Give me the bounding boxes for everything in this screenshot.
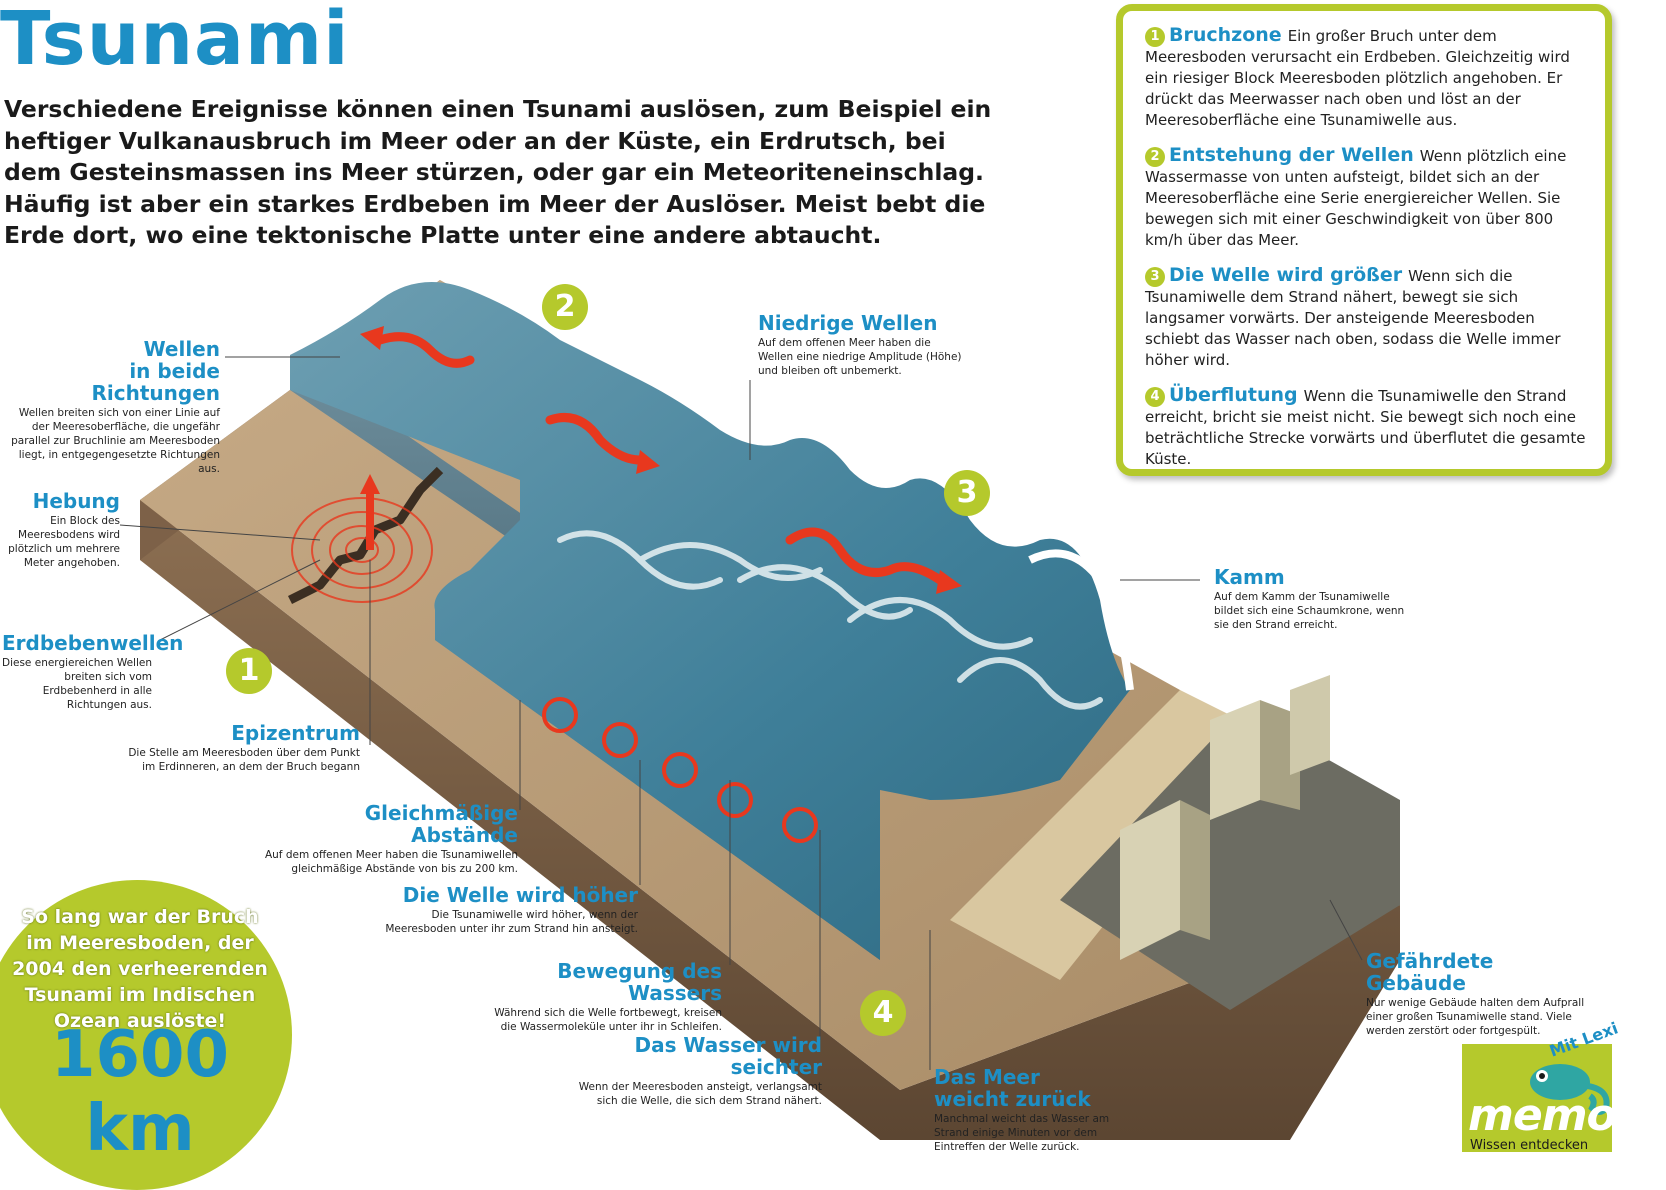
epicenter-rings xyxy=(291,497,433,603)
info-text: Wenn plötzlich eine Wassermasse von unte… xyxy=(1145,147,1567,249)
info-heading: Bruchzone xyxy=(1169,24,1282,46)
label-text: Auf dem Kamm der Tsunamiwelle bildet sic… xyxy=(1214,591,1405,631)
label-text: Diese energiereichen Wellen breiten sich… xyxy=(2,657,152,711)
label-text: Ein Block des Meeresbodens wird plötzlic… xyxy=(8,515,120,569)
memo-wordmark: memo xyxy=(1468,1090,1617,1141)
label-text: Wellen breiten sich von einer Linie auf … xyxy=(11,407,220,475)
label-heading: Erdbebenwellen xyxy=(2,631,184,655)
label-text: Auf dem offenen Meer haben die Tsunamiwe… xyxy=(264,849,518,875)
label-hebung: Hebung Ein Block des Meeresbodens wird p… xyxy=(4,490,120,570)
label-heading: Epizentrum xyxy=(231,721,360,745)
step-badge-3: 3 xyxy=(944,470,990,516)
memo-tagline: Wissen entdecken xyxy=(1470,1138,1589,1153)
label-text: Während sich die Welle fortbewegt, kreis… xyxy=(494,1007,722,1033)
info-heading: Entstehung der Wellen xyxy=(1169,144,1414,166)
label-heading: in beide Richtungen xyxy=(91,359,220,405)
label-heading: Gleichmäßige Abstände xyxy=(364,801,518,847)
label-gleichmaessige-abstaende: Gleichmäßige Abstände Auf dem offenen Me… xyxy=(260,802,518,876)
label-text: Wenn der Meeresboden ansteigt, verlangsa… xyxy=(578,1081,822,1107)
label-bewegung-wasser: Bewegung des Wassers Während sich die We… xyxy=(480,960,722,1034)
label-kamm: Kamm Auf dem Kamm der Tsunamiwelle bilde… xyxy=(1214,566,1414,632)
label-gefaehrdete-gebaeude: Gefährdete Gebäude Nur wenige Gebäude ha… xyxy=(1366,950,1588,1038)
info-heading: Überflutung xyxy=(1169,384,1298,406)
label-niedrige-wellen: Niedrige Wellen Auf dem offenen Meer hab… xyxy=(758,312,968,378)
label-text: Die Stelle am Meeresboden über dem Punkt… xyxy=(128,747,360,773)
label-heading: Das Wasser wird seichter xyxy=(634,1033,822,1079)
label-epizentrum: Epizentrum Die Stelle am Meeresboden übe… xyxy=(120,722,360,774)
label-text: Auf dem offenen Meer haben die Wellen ei… xyxy=(758,337,962,377)
wave-direction-arrows xyxy=(375,332,945,585)
label-wasser-seichter: Das Wasser wird seichter Wenn der Meeres… xyxy=(560,1034,822,1108)
buildings xyxy=(1120,675,1330,960)
label-heading: Wellen xyxy=(143,337,220,361)
label-heading: Das Meer xyxy=(934,1065,1040,1089)
step-badge-1: 1 xyxy=(226,648,272,694)
wave-crests xyxy=(557,530,1103,710)
fact-circle-value: 1600 km xyxy=(50,1018,230,1166)
leader-lines xyxy=(119,356,1363,1070)
memo-logo xyxy=(1462,1044,1612,1152)
step-badge-2: 2 xyxy=(542,284,588,330)
label-heading: Gefährdete Gebäude xyxy=(1366,949,1494,995)
info-number-badge: 4 xyxy=(1145,387,1165,407)
circulation-loops xyxy=(542,697,818,843)
info-text: Ein großer Bruch unter dem Meeresboden v… xyxy=(1145,27,1570,129)
ocean-surface xyxy=(290,282,1130,960)
info-text: Wenn die Tsunamiwelle den Strand erreich… xyxy=(1145,387,1586,468)
info-number-badge: 3 xyxy=(1145,267,1165,287)
info-number-badge: 2 xyxy=(1145,147,1165,167)
label-text: Manchmal weicht das Wasser am Strand ein… xyxy=(934,1113,1110,1153)
chameleon-mascot-icon xyxy=(1530,1064,1610,1115)
ground-front-face xyxy=(140,500,1400,1140)
label-meer-weicht-zurueck: Das Meer weicht zurück Manchmal weicht d… xyxy=(934,1066,1134,1154)
uplift-arrow-icon xyxy=(360,474,380,550)
label-heading: Kamm xyxy=(1214,565,1285,589)
arrow-head-left-icon xyxy=(360,326,384,350)
page-title: Tsunami xyxy=(0,0,350,82)
label-heading: weicht zurück xyxy=(934,1087,1091,1111)
label-heading: Bewegung des Wassers xyxy=(557,959,722,1005)
label-wellen-beide: Wellen in beide Richtungen Wellen breite… xyxy=(4,338,220,476)
label-welle-hoeher: Die Welle wird höher Die Tsunamiwelle wi… xyxy=(380,884,638,936)
fact-circle-text: So lang war der Bruch im Meeresboden, de… xyxy=(12,906,268,1032)
label-text: Nur wenige Gebäude halten dem Aufprall e… xyxy=(1366,997,1585,1037)
intro-text: Verschiedene Ereignisse können einen Tsu… xyxy=(4,95,992,249)
label-text: Die Tsunamiwelle wird höher, wenn der Me… xyxy=(385,909,638,935)
label-erdbebenwellen: Erdbebenwellen Diese energiereichen Well… xyxy=(2,631,184,712)
label-heading: Niedrige Wellen xyxy=(758,311,938,335)
beach xyxy=(950,690,1260,980)
step-badge-4: 4 xyxy=(860,990,906,1036)
arrow-head-right-icon-2 xyxy=(936,570,962,594)
info-heading: Die Welle wird größer xyxy=(1169,264,1403,286)
fact-circle xyxy=(0,880,292,1190)
label-heading: Die Welle wird höher xyxy=(402,883,638,907)
arrow-head-right-icon xyxy=(636,450,660,474)
label-heading: Hebung xyxy=(32,489,120,513)
info-number-badge: 1 xyxy=(1145,27,1165,47)
wave-crest-foam xyxy=(1028,549,1134,691)
info-text: Wenn sich die Tsunamiwelle dem Strand nä… xyxy=(1145,267,1561,369)
